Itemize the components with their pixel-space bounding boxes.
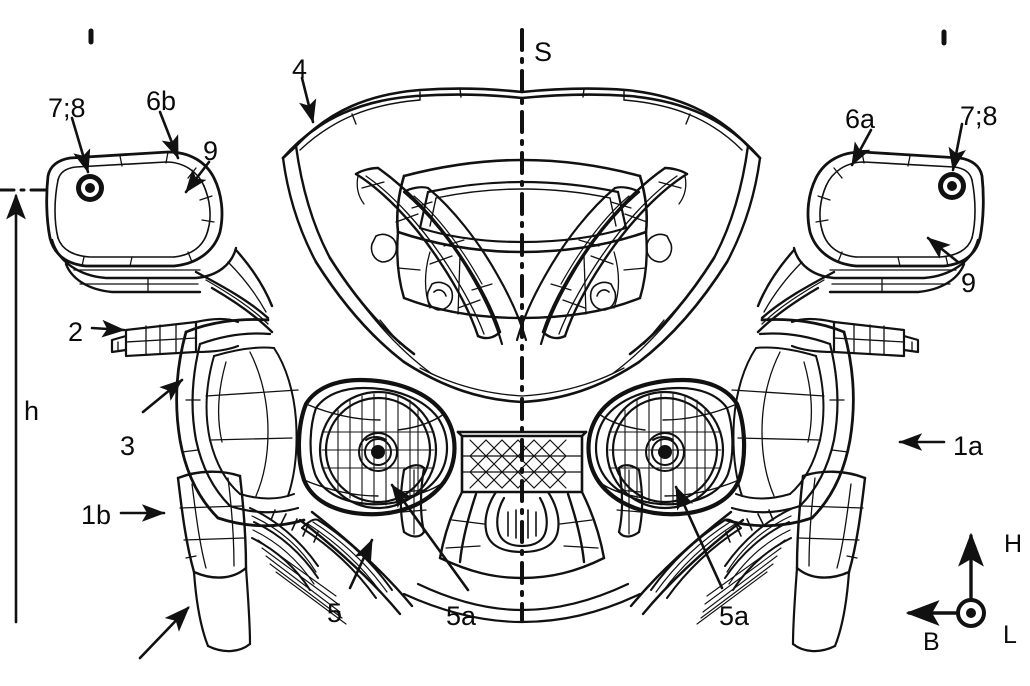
nose-cone-detail bbox=[445, 519, 599, 549]
axis-label-l: L bbox=[1003, 621, 1017, 649]
nose-outlet-fins bbox=[507, 509, 537, 539]
windscreen-detail-lines bbox=[299, 88, 743, 151]
cowl-upper-frame bbox=[281, 144, 762, 264]
annotation-layer bbox=[0, 28, 986, 660]
left-headlight-reflector-hub bbox=[358, 432, 398, 472]
left-mirror-housing bbox=[45, 150, 224, 268]
windscreen-assembly bbox=[281, 87, 762, 160]
right-scoop-boss bbox=[589, 281, 617, 311]
orientation-triad bbox=[905, 532, 986, 628]
label-1a: 1a bbox=[953, 431, 984, 461]
right-mirror-lower-detail bbox=[829, 269, 957, 293]
right-intake-scoop-detail bbox=[558, 175, 687, 335]
right-lower-duct-detail bbox=[616, 469, 642, 535]
axis-label-h: H bbox=[1004, 530, 1023, 558]
left-handlebar-end bbox=[110, 317, 240, 358]
right-headlight-reflector-hub bbox=[645, 432, 685, 472]
left-brand-text-marks bbox=[270, 509, 319, 543]
right-lower-duct bbox=[617, 464, 644, 538]
label-4: 4 bbox=[292, 54, 308, 84]
label-9-left: 9 bbox=[203, 136, 219, 166]
arrow-unlabelled-lower-left bbox=[138, 606, 190, 660]
central-mask-detail bbox=[351, 289, 693, 397]
label-7-8-right: 7;8 bbox=[960, 101, 998, 131]
leader-7-8-right bbox=[948, 122, 966, 172]
right-mirror-housing bbox=[806, 150, 985, 268]
right-scoop-boss-2 bbox=[645, 233, 673, 263]
right-fairing-detail-lines bbox=[731, 351, 849, 497]
label-3: 3 bbox=[120, 431, 136, 461]
left-lower-body bbox=[176, 470, 248, 579]
leader-5 bbox=[348, 538, 374, 590]
leader-2 bbox=[90, 319, 126, 338]
leader-6b bbox=[158, 110, 180, 160]
right-lower-body-lower bbox=[791, 566, 851, 653]
left-mirror-lower-detail bbox=[73, 269, 201, 293]
left-fairing-detail-lines bbox=[181, 351, 299, 497]
right-headlight-bezel-inner bbox=[595, 386, 734, 506]
label-2: 2 bbox=[68, 317, 84, 347]
label-9-right: 9 bbox=[961, 268, 977, 298]
left-scoop-boss bbox=[426, 281, 454, 311]
label-height-h: h bbox=[24, 396, 40, 426]
left-fairing-inner bbox=[191, 332, 300, 514]
leader-7-8-left bbox=[70, 116, 91, 174]
left-intake-scoop-2-detail bbox=[411, 195, 493, 291]
label-5a-right: 5a bbox=[719, 601, 750, 631]
left-scoop-boss-2 bbox=[370, 233, 398, 263]
leader-5a-left bbox=[390, 483, 470, 592]
left-headlight-bezel-inner bbox=[309, 386, 448, 506]
right-crash-bar bbox=[724, 507, 794, 591]
leader-9-right bbox=[926, 236, 960, 264]
right-mirror-pivot-marker bbox=[938, 172, 966, 200]
label-6b: 6b bbox=[146, 86, 177, 116]
right-lower-body-detail bbox=[798, 477, 864, 569]
label-centre-plane-s: S bbox=[534, 37, 553, 67]
label-6a: 6a bbox=[845, 104, 876, 134]
left-lower-body-lower bbox=[192, 566, 252, 653]
instrument-inner-bezel bbox=[429, 188, 617, 227]
right-brand-text-marks bbox=[725, 509, 774, 543]
left-mirror-stalk bbox=[194, 248, 274, 334]
left-lower-hatching bbox=[257, 539, 347, 625]
left-lower-body-detail bbox=[179, 477, 245, 569]
leader-9-left bbox=[184, 160, 211, 194]
label-1b: 1b bbox=[81, 500, 112, 530]
axis-label-b: B bbox=[923, 628, 940, 656]
lower-nose-cone bbox=[438, 490, 606, 580]
right-intake-scoop-2-detail bbox=[550, 195, 632, 291]
label-7-8-left: 7;8 bbox=[48, 93, 86, 123]
right-mirror-stalk bbox=[756, 248, 836, 334]
left-intake-scoop-detail bbox=[356, 175, 485, 335]
left-mirror-pivot-marker bbox=[76, 174, 104, 202]
label-5a-left: 5a bbox=[446, 601, 477, 631]
right-lower-body bbox=[795, 470, 867, 579]
leader-4 bbox=[299, 76, 317, 124]
leader-3 bbox=[141, 378, 184, 414]
label-5: 5 bbox=[327, 598, 343, 628]
left-crash-bar bbox=[249, 507, 319, 591]
leader-5a-right bbox=[674, 485, 724, 590]
leader-6a bbox=[850, 128, 873, 167]
